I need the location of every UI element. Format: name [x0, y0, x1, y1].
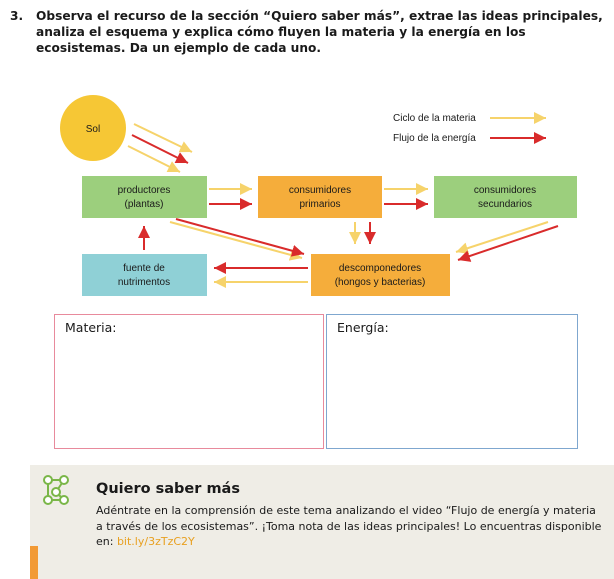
question-text: Observa el recurso de la sección “Quiero… [36, 9, 603, 55]
sun: Sol [60, 95, 126, 161]
svg-text:(hongos y bacterias): (hongos y bacterias) [335, 277, 426, 288]
svg-text:fuente de: fuente de [123, 263, 165, 274]
node-consumidores-primarios: consumidores primarios [258, 176, 382, 218]
svg-text:consumidores: consumidores [474, 185, 536, 196]
svg-text:nutrimentos: nutrimentos [118, 277, 170, 288]
quiero-saber-mas-panel [30, 465, 614, 579]
svg-text:descomponedores: descomponedores [339, 263, 421, 274]
svg-text:productores: productores [118, 185, 171, 196]
legend-matter-label: Ciclo de la materia [393, 113, 476, 124]
legend-energy-label: Flujo de la energía [393, 133, 476, 144]
quiero-link[interactable]: bit.ly/3zTzC2Y [116, 535, 195, 548]
node-descomponedores: descomponedores (hongos y bacterias) [311, 254, 450, 296]
materia-answer-box[interactable]: Materia: [54, 314, 324, 449]
svg-text:secundarios: secundarios [478, 199, 532, 210]
question: 3. Observa el recurso de la sección “Qui… [10, 8, 606, 55]
sun-icon [60, 95, 126, 161]
flow-arrows [138, 183, 559, 288]
question-number: 3. [10, 9, 24, 23]
panel-accent [30, 546, 38, 579]
node-fuente-nutrimentos: fuente de nutrimentos [82, 254, 207, 296]
quiero-body-text: Adéntrate en la comprensión de este tema… [96, 504, 602, 548]
node-productores: productores (plantas) [82, 176, 207, 218]
svg-text:(plantas): (plantas) [125, 199, 164, 210]
materia-label: Materia: [65, 320, 117, 335]
energia-label: Energía: [337, 320, 389, 335]
svg-text:consumidores: consumidores [289, 185, 351, 196]
sun-label: Sol [86, 124, 100, 135]
sun-rays [127, 123, 193, 173]
ecosystem-diagram: Sol Ciclo de la materia Flujo de la ener… [60, 95, 577, 296]
energia-answer-box[interactable]: Energía: [326, 314, 578, 449]
quiero-body: Adéntrate en la comprensión de este tema… [96, 503, 606, 550]
legend: Ciclo de la materia Flujo de la energía [393, 112, 546, 144]
svg-text:primarios: primarios [299, 199, 340, 210]
node-consumidores-secundarios: consumidores secundarios [434, 176, 577, 218]
network-icon [43, 475, 69, 505]
quiero-title: Quiero saber más [96, 481, 240, 497]
